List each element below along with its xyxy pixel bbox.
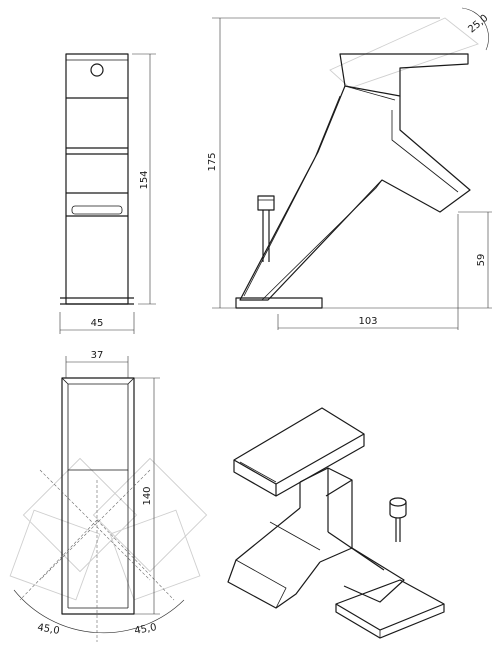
front-body-outline — [65, 53, 129, 305]
iso-base-plate-sides — [335, 604, 445, 639]
rotation-diag-2 — [39, 469, 151, 581]
iso-popup-knob-top — [389, 497, 407, 507]
side-height-label: 175 — [207, 152, 218, 171]
spout-height-label: 59 — [476, 254, 487, 267]
ghost-square-far-left — [9, 509, 101, 601]
rotation-left-label: 45,0 — [37, 622, 61, 637]
handle-angle-label: 25,0 — [466, 13, 490, 36]
side-popup-knob — [257, 195, 275, 211]
iso-spout-inner — [269, 521, 321, 551]
rotation-arc — [13, 589, 185, 634]
top-view: 45,0 45,0 37 140 — [9, 350, 208, 642]
top-body-outline — [61, 377, 135, 615]
ghost-square-left — [22, 457, 138, 573]
rotation-ghost-shapes — [9, 457, 208, 601]
ghost-square-far-right — [109, 509, 201, 601]
top-depth-label: 140 — [142, 486, 153, 505]
side-body-outline — [239, 85, 471, 301]
front-aerator-slot — [71, 205, 123, 215]
iso-lever-top — [233, 407, 365, 485]
side-body-right-inner — [391, 110, 459, 193]
top-lever-outline — [67, 383, 129, 471]
iso-lower-body-edge — [327, 531, 385, 571]
front-view: 45 154 — [59, 53, 156, 334]
rotation-line-right — [96, 519, 175, 601]
iso-neck-top — [299, 467, 353, 497]
top-lever-corner-tl — [61, 377, 69, 385]
iso-popup-knob-body — [389, 502, 407, 519]
side-base-plate — [235, 297, 323, 309]
spout-reach-label: 103 — [358, 316, 377, 327]
side-view: 175 25,0 59 103 — [207, 7, 492, 330]
handle-angle-arc — [461, 7, 489, 51]
top-lever-corner-tr — [127, 377, 135, 385]
rotation-right-label: 45,0 — [134, 622, 158, 637]
rotation-line-left — [19, 519, 98, 601]
side-lever-underside — [344, 85, 396, 101]
iso-spout-edge — [235, 559, 287, 609]
front-lever-hole — [90, 63, 104, 77]
front-width-label: 45 — [91, 318, 104, 329]
front-height-label: 154 — [139, 170, 150, 189]
iso-spout-outline — [227, 507, 321, 609]
iso-lever-side-face — [275, 434, 365, 497]
side-spout-inner — [261, 179, 383, 301]
top-width-label: 37 — [91, 350, 104, 361]
ghost-square-right — [92, 457, 208, 573]
iso-lower-body — [319, 547, 405, 603]
iso-lever-front-face — [233, 460, 277, 497]
side-lever-raised-ghost — [329, 17, 479, 89]
isometric-view — [227, 407, 445, 639]
side-body-inner-edge — [243, 95, 341, 297]
iso-base-plate-top — [335, 579, 445, 631]
iso-lever-inner-edge — [239, 461, 277, 483]
